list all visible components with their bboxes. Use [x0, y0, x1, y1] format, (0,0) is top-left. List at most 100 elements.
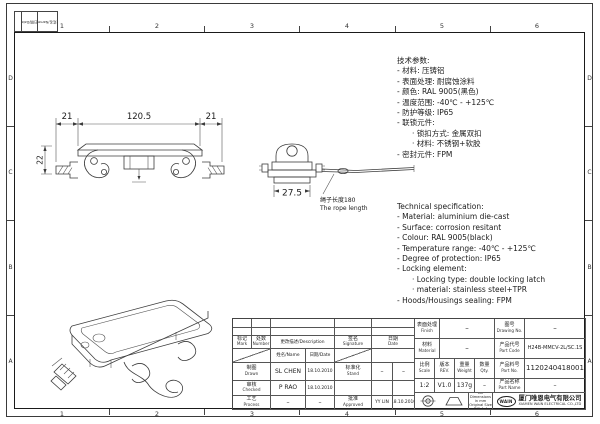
checked-label: 审核 Checked [233, 381, 271, 396]
signature-cn: 签名 [347, 336, 358, 342]
part-no-label: 产品料号 Part No. [495, 359, 525, 379]
grid-col-5-bottom: 5 [439, 410, 445, 418]
drawn-name: SL CHEN [271, 363, 306, 381]
part-name-label: 产品名称 Part Name [495, 379, 525, 393]
process-label: 工艺 Process [233, 396, 271, 410]
grid-col-4-bottom: 4 [344, 410, 350, 418]
grid-col-6-top: 6 [534, 22, 540, 30]
company-name-cn: 厦门唯恩电气有限公司 [518, 395, 582, 403]
grid-row-A-right: A [587, 358, 592, 365]
grid-col-3-top: 3 [249, 22, 255, 30]
first-angle-projection-icon [420, 395, 463, 407]
mark-en: Mark [236, 341, 248, 347]
revision-cell [271, 328, 335, 336]
scale-value: 1:2 [415, 379, 435, 393]
weight-label: 重量 Weight [455, 359, 475, 379]
dim-120-5: 120.5 [127, 112, 151, 122]
part-code-label: 产品代号 Part Code [495, 339, 525, 359]
grid-tick [109, 409, 110, 415]
spec-cn-item: - 联锁元件: [397, 118, 435, 128]
stand-date: – [393, 363, 415, 381]
grid-col-3-bottom: 3 [249, 410, 255, 418]
company-name-en: XIAMEN WAIN ELECTRICAL CO.,LTD [518, 402, 582, 407]
grid-col-4-top: 4 [344, 22, 350, 30]
material-label: 材料 Material [415, 339, 440, 359]
spec-cn-item: - 密封元件: FPM [397, 149, 453, 159]
spec-en-item: - Colour: RAL 9005(black) [397, 233, 493, 243]
qty-value: – [475, 379, 495, 393]
signature-header: 签名 Signature [335, 336, 372, 349]
process-name: – [271, 396, 306, 410]
grid-col-5-top: 5 [439, 22, 445, 30]
part-name-value: – [525, 379, 586, 393]
grid-tick [204, 409, 205, 415]
mark-header: 标记 Mark [233, 336, 252, 349]
spec-cn-item: - 颜色: RAL 9005(黑色) [397, 87, 479, 97]
dimensions-note: All Dimensions in mm Original Size DIN A… [469, 393, 493, 410]
grid-row-B-left: B [8, 264, 13, 271]
grid-row-A-left: A [8, 358, 13, 365]
drawn-label: 制图 Drawn [233, 363, 271, 381]
spec-en-item: - Surface: corrosion resitant [397, 222, 502, 232]
empty-cell [372, 381, 393, 396]
rope-note-cn: 绳子长度180 [320, 196, 356, 204]
grid-tick [7, 126, 14, 127]
number-header: 处数 Number [252, 336, 271, 349]
spec-cn-item: · 材料: 不锈钢+软胶 [412, 139, 481, 149]
rev-label: 版本 REV. [435, 359, 455, 379]
grid-row-C-left: C [8, 169, 13, 176]
grid-tick [585, 315, 592, 316]
spec-cn-item: - 表面处理: 耐腐蚀涂料 [397, 76, 475, 86]
rope-note-en: The rope length [319, 205, 368, 212]
name-subheader: 姓名/Name [271, 349, 306, 363]
specs-en-title: Technical specification: [397, 202, 484, 211]
isometric-view-drawing [50, 299, 213, 398]
diagonal-cell [335, 349, 372, 363]
sheet-outer-border [6, 3, 593, 417]
fold-date-label: 日期/Date [22, 20, 38, 24]
drawing-no-value: – [525, 319, 586, 339]
part-code-value: H24B-MMCV-2L/SC.1S [525, 339, 586, 359]
end-view-drawing: 27.5 绳子长度180 The rope length [259, 143, 415, 212]
fold-reference-table: 日期/Date 姓名/Name [14, 11, 58, 32]
date-cn: 日期 [387, 336, 398, 342]
empty-cell [393, 381, 415, 396]
specs-cn-title: 技术参数: [397, 56, 430, 65]
fold-cell-name: 姓名/Name [38, 11, 58, 32]
fold-cell-empty [14, 11, 22, 32]
scale-label: 比例 Scale [415, 359, 435, 379]
spec-cn-item: - 防护等级: IP65 [397, 108, 454, 118]
spec-en-item: - Locking element: [397, 264, 467, 274]
grid-row-C-right: C [587, 169, 592, 176]
mark-cn: 标记 [236, 336, 247, 342]
date-en: Date [387, 341, 398, 347]
spec-cn-item: - 温度范围: -40℃ - +125℃ [397, 97, 495, 107]
grid-col-6-bottom: 6 [534, 410, 540, 418]
approved-label: 批准 Approved [335, 396, 372, 410]
spec-en-item: - Hoods/Housings sealing: FPM [397, 295, 512, 305]
process-date: – [306, 396, 335, 410]
spec-en-item: - Material: aluminium die-cast [397, 212, 510, 222]
dim-21-right: 21 [206, 112, 217, 122]
revision-cell [252, 319, 271, 328]
grid-row-D-right: D [587, 75, 592, 82]
grid-tick [204, 26, 205, 32]
empty-cell [335, 381, 372, 396]
revision-cell [271, 319, 335, 328]
revision-cell [335, 328, 372, 336]
dim-27-5: 27.5 [282, 189, 302, 199]
spec-en-item: - Temperature range: -40℃ - +125℃ [397, 243, 536, 253]
revision-cell [372, 328, 415, 336]
sheet-inner-frame [14, 32, 585, 409]
grid-col-2-top: 2 [154, 22, 160, 30]
grid-row-B-right: B [587, 264, 592, 271]
approved-date: 18.10.2010 [393, 396, 415, 410]
date-subheader: 日期/Date [306, 349, 335, 363]
specs-chinese: 技术参数: - 材料: 压铸铝 - 表面处理: 耐腐蚀涂料 - 颜色: RAL … [397, 56, 494, 160]
grid-tick [299, 409, 300, 415]
grid-tick [585, 126, 592, 127]
company-cell: WAIN 厦门唯恩电气有限公司 XIAMEN WAIN ELECTRICAL C… [493, 393, 586, 410]
revision-cell [335, 319, 372, 328]
revision-cell [233, 328, 252, 336]
part-no-value: 1120240418001 [525, 359, 586, 379]
